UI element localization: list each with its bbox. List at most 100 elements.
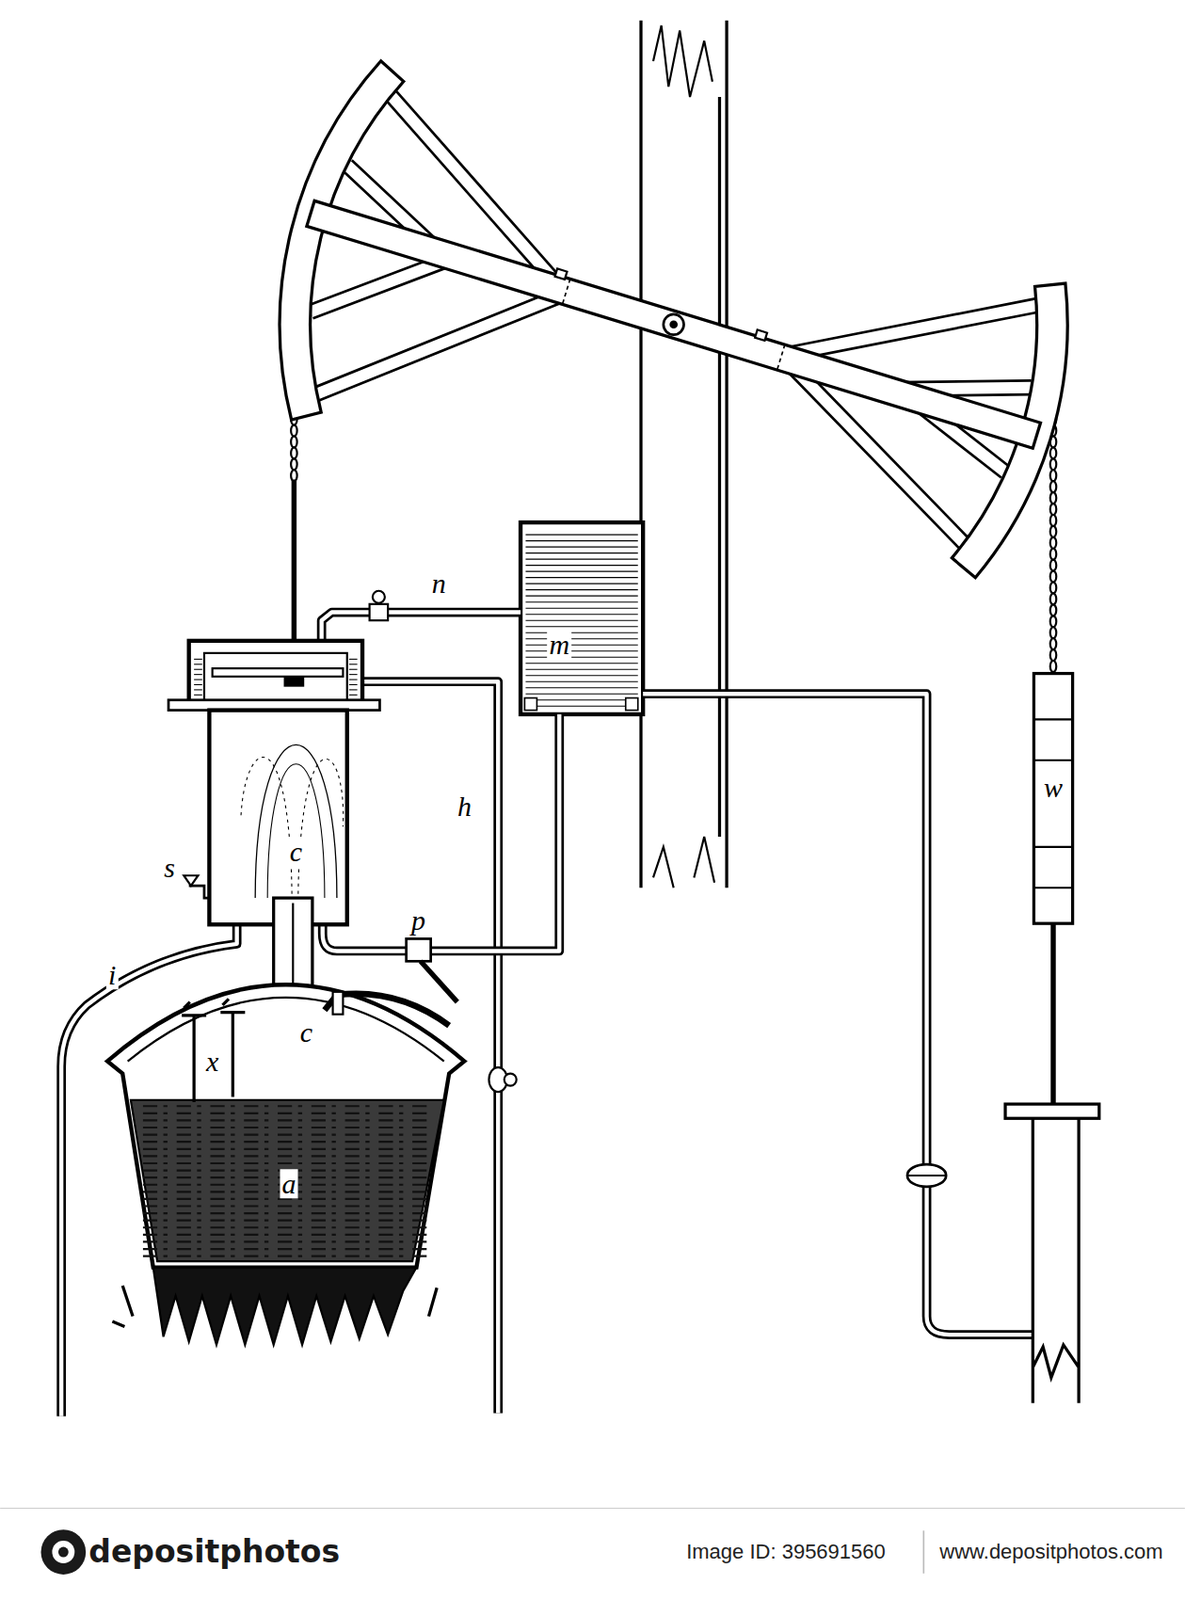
pipe-n (321, 612, 521, 641)
counter-weight (1033, 673, 1073, 925)
jacket-water (349, 679, 358, 681)
boiler-water (143, 1212, 430, 1215)
jacket-water (193, 688, 203, 690)
tank-water (525, 625, 638, 627)
jacket-water (349, 688, 358, 690)
jacket-water (193, 658, 203, 660)
water-jet (255, 744, 337, 898)
boiler-water (143, 1140, 430, 1143)
chain (1050, 571, 1057, 583)
chain (1050, 548, 1057, 561)
tank-water (525, 601, 638, 603)
part-letter: c (298, 1018, 315, 1049)
chain (1050, 492, 1057, 504)
water-tank (520, 522, 643, 715)
chain (1050, 626, 1057, 639)
tank-water (525, 589, 638, 591)
fire-spark (112, 1285, 437, 1327)
logo-icon (40, 1529, 86, 1575)
boiler-water (143, 1226, 430, 1229)
boiler (107, 984, 465, 1267)
boiler-water (143, 1148, 430, 1151)
weight-division (1033, 759, 1073, 762)
cylinder (208, 710, 347, 926)
tank-water (525, 620, 638, 622)
footer-divider (923, 1530, 926, 1574)
beam (306, 200, 1041, 449)
jacket-water (349, 663, 358, 665)
tank-water (525, 693, 638, 695)
weight-division (1033, 718, 1073, 721)
boiler-water (143, 1240, 430, 1243)
jacket-water (193, 694, 203, 696)
snifting-valve (189, 885, 210, 898)
jacket-water (193, 673, 203, 675)
injection-pipe (322, 714, 561, 952)
chain (1050, 660, 1057, 673)
part-letter: a (279, 1168, 298, 1200)
snifting-valve (183, 875, 198, 886)
boiler-water (143, 1154, 430, 1157)
tank-water (525, 583, 638, 585)
valve-handle (504, 1073, 517, 1087)
boiler-water (143, 1233, 430, 1236)
tank-water (525, 644, 638, 646)
arch-strut (310, 259, 449, 312)
part-letter: h (455, 791, 474, 822)
chain (1050, 514, 1057, 527)
tank-water (525, 632, 638, 634)
tank-water (525, 595, 638, 597)
piston-boss (284, 676, 305, 688)
tank-water (525, 650, 638, 652)
water-jet (240, 756, 344, 908)
weight-division (1033, 846, 1073, 849)
part-letter: w (1041, 772, 1065, 803)
chain (290, 425, 298, 437)
jacket-water (349, 684, 358, 686)
logo-icon (58, 1547, 69, 1558)
jacket-water (349, 694, 358, 696)
jacket-water (349, 673, 358, 675)
pump-piston (1005, 1104, 1100, 1119)
chain (290, 447, 298, 459)
boiler-water (143, 1104, 430, 1107)
chain (1050, 447, 1057, 459)
part-letter: n (430, 569, 449, 600)
feed-pipe (642, 693, 1033, 1335)
chain (1050, 582, 1057, 594)
part-letter: s (161, 852, 177, 883)
chain (1050, 503, 1057, 515)
valve (369, 604, 389, 621)
tank-water (525, 638, 638, 640)
watermark-url: www.depositphotos.com (939, 1541, 1163, 1564)
tank-water (525, 669, 638, 671)
tank-water (525, 699, 638, 701)
boiler-water (143, 1162, 430, 1165)
chain (1050, 537, 1057, 549)
chain (1050, 526, 1057, 538)
pipe-n (321, 612, 521, 641)
pump-barrel (1032, 1118, 1079, 1403)
gauge-cock (220, 998, 245, 1097)
footer-bar (0, 1507, 1185, 1600)
boiler-water (130, 1100, 445, 1262)
weight-division (1033, 886, 1073, 889)
tank-water (525, 656, 638, 658)
tank-outlet (524, 698, 537, 711)
beam-joint (562, 278, 785, 370)
part-letter: c (288, 837, 305, 868)
injection-cock (406, 938, 432, 961)
boiler-dome (128, 997, 445, 1062)
tank-water (525, 559, 638, 561)
post-edge (640, 20, 727, 889)
post-break (653, 25, 715, 888)
tank-water (525, 564, 638, 566)
tank-water (525, 552, 638, 554)
valve-handle (372, 591, 385, 604)
tank-water (525, 613, 638, 615)
cylinder-top (189, 640, 363, 705)
image-id: Image ID: 395691560 (686, 1541, 886, 1564)
feed-pipe (642, 693, 1033, 1335)
